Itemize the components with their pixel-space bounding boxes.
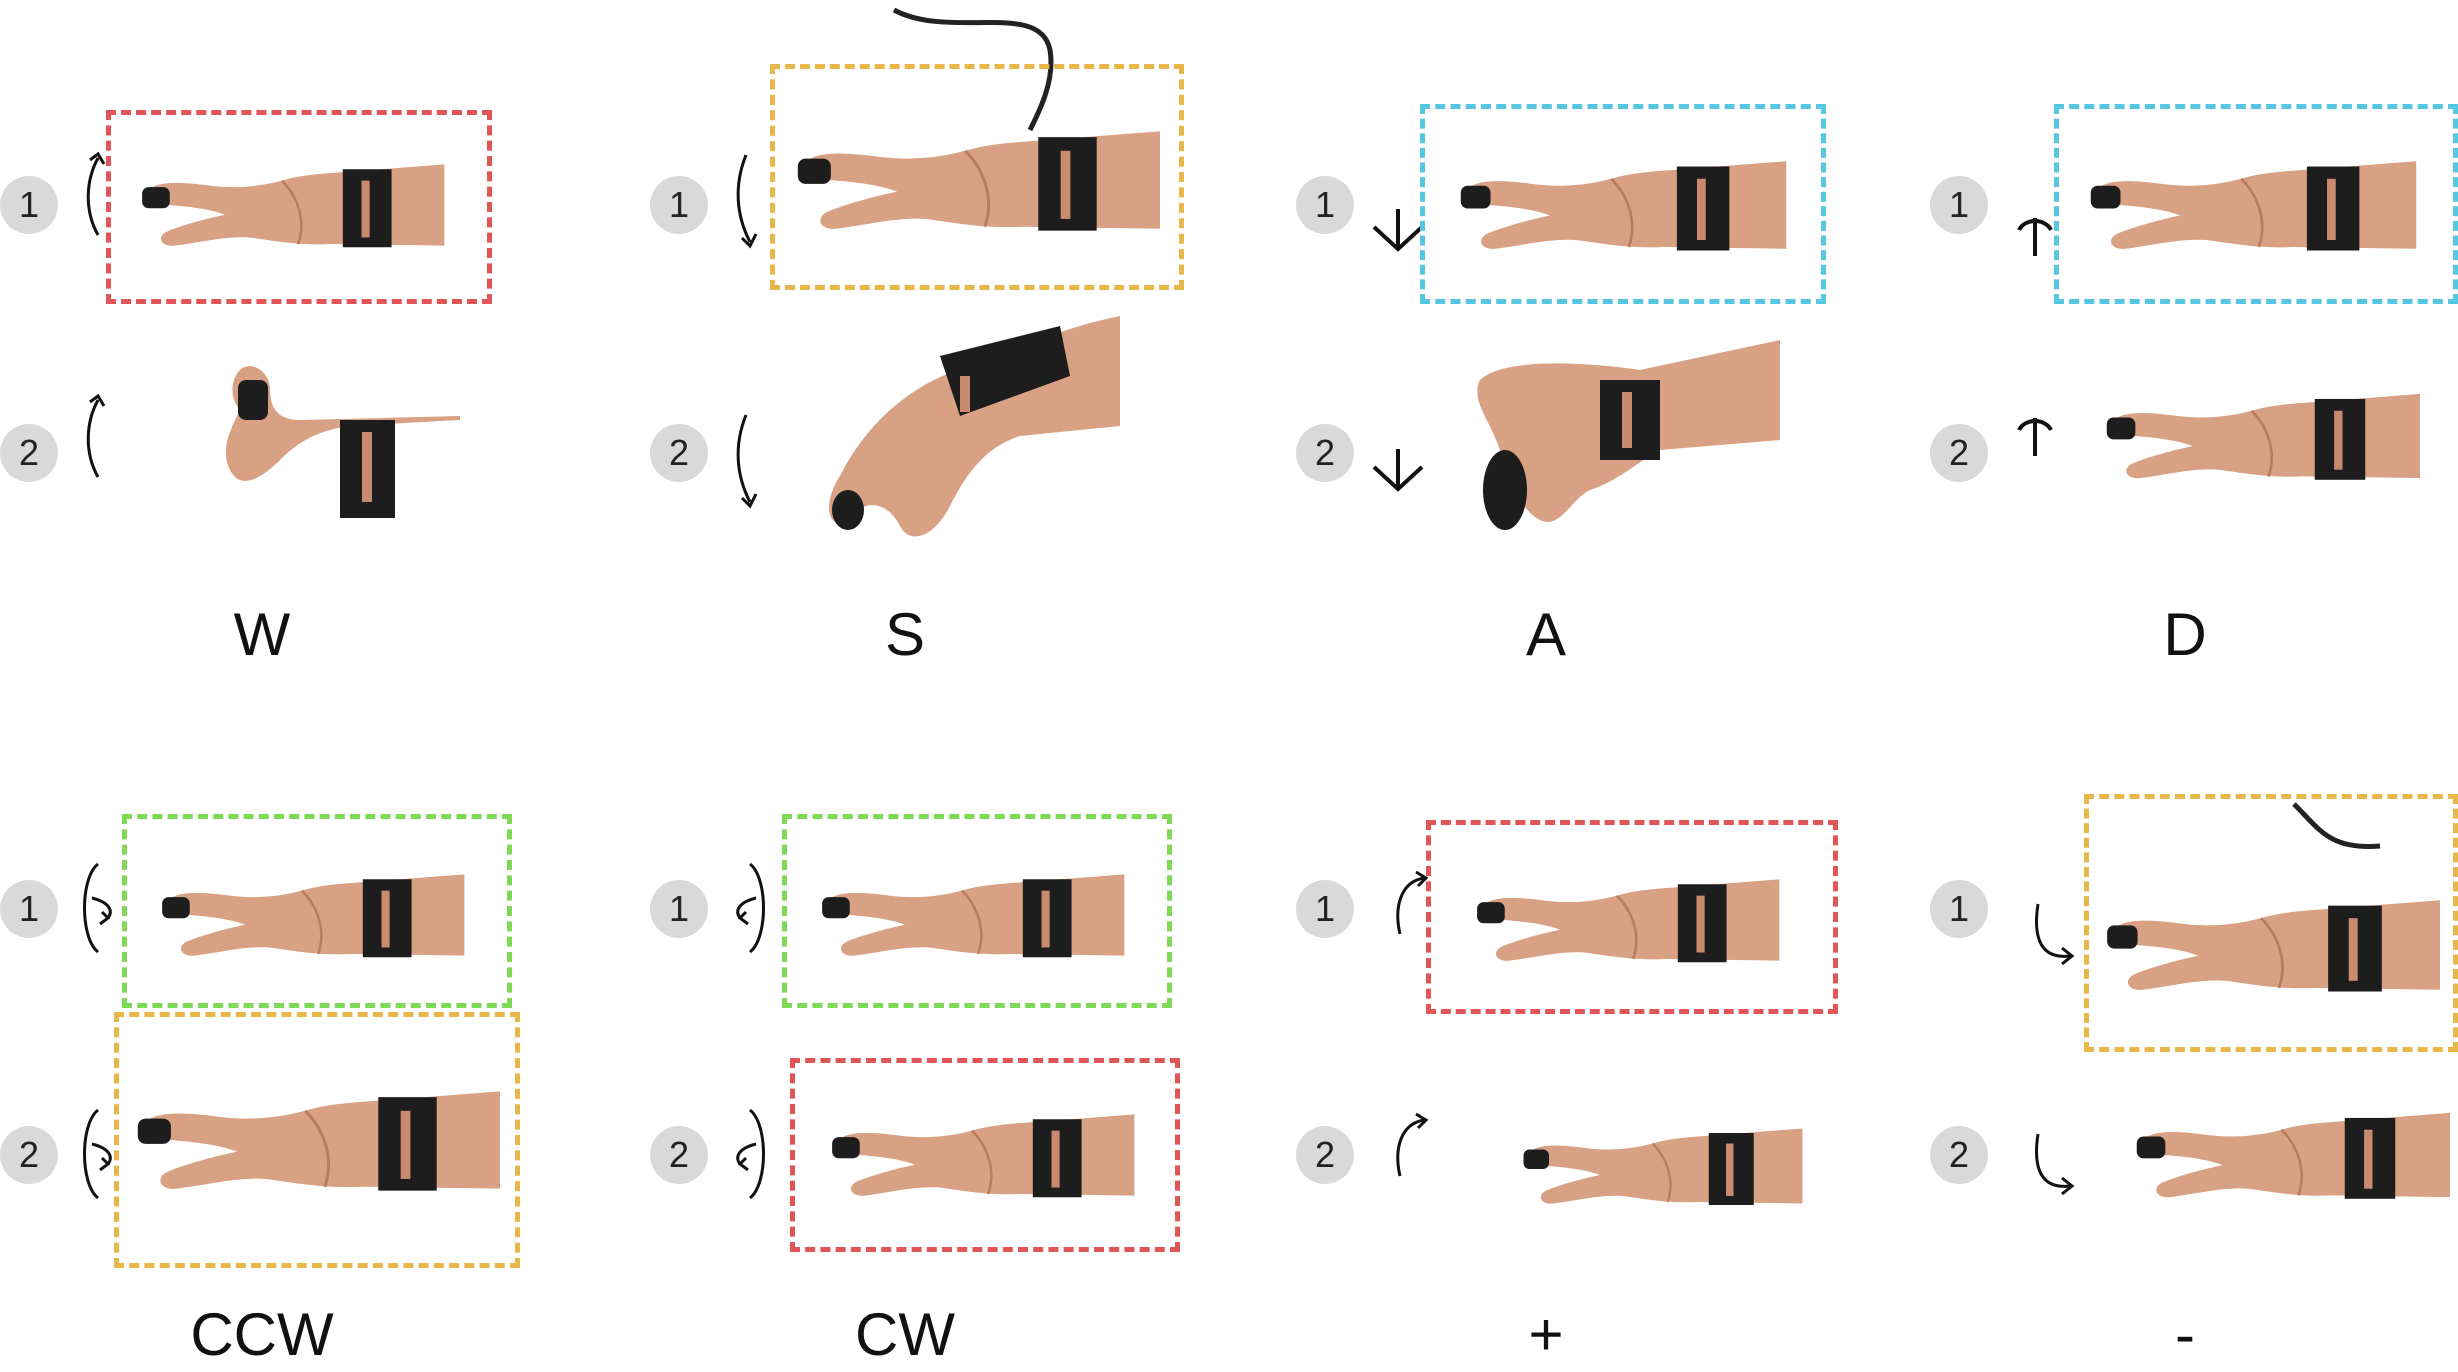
arrow-up-icon [2017, 418, 2053, 456]
hand-s-1 [796, 129, 1160, 233]
hand-ccw-1 [160, 872, 466, 959]
step-badge-1: 1 [0, 880, 58, 938]
s-step1-box [770, 64, 1184, 290]
step-badge-2: 2 [0, 424, 58, 482]
ccw-step1-box [122, 814, 512, 1008]
gesture-label-minus: - [2175, 1301, 2195, 1368]
curved-arrow-down-icon [736, 154, 758, 249]
gesture-label-plus: + [1528, 1301, 1564, 1368]
rotate-cw-icon [736, 862, 765, 954]
cable [2292, 802, 2381, 850]
curved-arrow-up-icon [86, 393, 106, 478]
hand-d-1 [2089, 159, 2418, 252]
step-badge-2: 2 [1930, 424, 1988, 482]
d-step1-box [2054, 104, 2458, 304]
hand-cw-2 [830, 1112, 1136, 1199]
a-step1-box [1420, 104, 1826, 304]
hand-ccw-2 [135, 1089, 500, 1193]
cable [892, 7, 1054, 132]
curved-arrow-down-right-icon [2035, 1133, 2075, 1196]
hand-minus-1 [2105, 898, 2440, 994]
gesture-label-w: W [233, 601, 291, 668]
step-badge-2: 2 [1296, 424, 1354, 482]
step-badge-1: 1 [1296, 176, 1354, 234]
step-badge-1: 1 [1930, 176, 1988, 234]
plus-step1-box [1426, 820, 1838, 1014]
gesture-label-a: A [1525, 601, 1567, 668]
hand-a-1 [1459, 159, 1788, 252]
cw-step1-box [782, 814, 1172, 1008]
step-badge-2: 2 [650, 1126, 708, 1184]
curved-arrow-up-icon [86, 151, 106, 236]
hand-w-1 [140, 163, 446, 249]
hand-plus-2 [1522, 1127, 1804, 1207]
hand-plus-1 [1475, 877, 1781, 964]
step-badge-2: 2 [650, 424, 708, 482]
rotate-ccw-icon [83, 1108, 112, 1200]
w-step1-box [106, 110, 492, 304]
arrow-down-icon [1372, 209, 1424, 252]
curved-arrow-down-right-icon [2035, 903, 2075, 966]
rotate-cw-icon [736, 1108, 765, 1200]
step-badge-2: 2 [0, 1126, 58, 1184]
step-badge-1: 1 [650, 880, 708, 938]
step-badge-2: 2 [1296, 1126, 1354, 1184]
arrow-down-icon [1372, 449, 1424, 492]
cw-step2-box [790, 1058, 1180, 1252]
rotate-ccw-icon [83, 862, 112, 954]
minus-step1-box [2084, 794, 2458, 1052]
gesture-label-cw: CW [855, 1301, 955, 1368]
hand-cw-1 [820, 872, 1126, 959]
ccw-step2-box [114, 1012, 520, 1268]
gesture-label-ccw: CCW [190, 1301, 334, 1368]
curved-arrow-down-icon [736, 414, 758, 509]
hand-d-2 [2105, 392, 2420, 482]
step-badge-1: 1 [1930, 880, 1988, 938]
hand-a-2 [1477, 340, 1780, 530]
curved-arrow-right-icon [1396, 1112, 1429, 1177]
gesture-label-d: D [2163, 601, 2207, 668]
hand-w-2 [225, 366, 460, 518]
gesture-label-s: S [884, 601, 926, 668]
step-badge-1: 1 [650, 176, 708, 234]
step-badge-1: 1 [1296, 880, 1354, 938]
arrow-up-icon [2017, 218, 2053, 256]
step-badge-1: 1 [0, 176, 58, 234]
hand-s-2 [829, 316, 1120, 537]
hand-minus-2 [2135, 1111, 2450, 1201]
step-badge-2: 2 [1930, 1126, 1988, 1184]
